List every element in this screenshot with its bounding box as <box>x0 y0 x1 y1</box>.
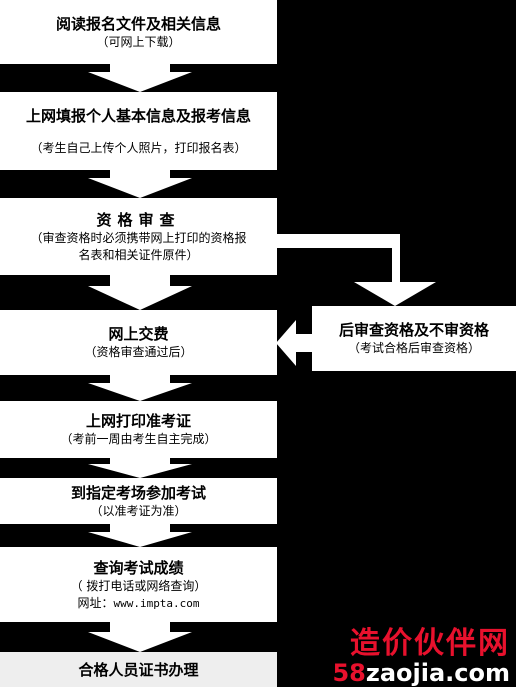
step-cert-title: 合格人员证书办理 <box>78 660 199 679</box>
step-exam-title: 到指定考场参加考试 <box>70 483 206 502</box>
arrow-read-to-fill <box>88 63 192 92</box>
step-pay-title: 网上交费 <box>108 325 169 343</box>
arrow-side-to-pay <box>276 320 312 366</box>
step-exam-box: 到指定考场参加考试 （以准考证为准） <box>0 478 277 524</box>
step-print-sub: （考前一周由考生自主完成） <box>60 432 217 446</box>
step-review-sub-line1: （审查资格时必须携带网上打印的资格报 <box>30 230 247 245</box>
watermark-url-number: 58 <box>332 659 366 687</box>
step-exam-sub: （以准考证为准） <box>90 503 187 518</box>
arrow-pay-to-print <box>88 374 192 401</box>
watermark-url: 58zaojia.com <box>332 661 510 685</box>
arrow-review-to-side <box>276 234 436 306</box>
arrow-exam-to-score <box>88 523 192 547</box>
step-score-url-line: 网址：www.impta.com <box>77 595 199 612</box>
watermark-brand: 造价伙伴网 <box>350 626 510 661</box>
step-print-title: 上网打印准考证 <box>85 412 191 430</box>
watermark-url-domain: zaojia.com <box>365 659 510 687</box>
step-fill-sub: （考生自己上传个人照片，打印报名表） <box>30 140 247 155</box>
step-review-title: 资格审查 <box>96 210 181 229</box>
step-fill-title: 上网填报个人基本信息及报考信息 <box>25 106 251 125</box>
arrow-review-to-pay <box>88 274 192 310</box>
side-sub: （考试合格后审查资格） <box>347 341 480 355</box>
step-read-title: 阅读报名文件及相关信息 <box>55 14 221 33</box>
side-box: 后审查资格及不审资格 （考试合格后审查资格） <box>312 306 516 371</box>
step-cert-box: 合格人员证书办理 <box>0 652 277 687</box>
step-score-url-label: 网址： <box>77 595 114 610</box>
step-score-box: 查询考试成绩 （ 拨打电话或网络查询） 网址：www.impta.com <box>0 547 277 622</box>
step-review-box: 资格审查 （审查资格时必须携带网上打印的资格报 名表和相关证件原件） <box>0 198 277 275</box>
side-title: 后审查资格及不审资格 <box>338 321 489 339</box>
step-pay-sub: （资格审查通过后） <box>84 345 193 359</box>
step-pay-box: 网上交费 （资格审查通过后） <box>0 310 277 375</box>
step-print-box: 上网打印准考证 （考前一周由考生自主完成） <box>0 401 277 458</box>
arrow-fill-to-review <box>88 170 192 198</box>
watermark: 造价伙伴网 58zaojia.com <box>332 626 510 686</box>
step-score-url: www.impta.com <box>113 596 200 610</box>
step-score-sub: （ 拨打电话或网络查询） <box>70 578 207 593</box>
arrow-print-to-exam <box>88 457 192 478</box>
step-review-sub-line2: 名表和相关证件原件） <box>78 247 199 262</box>
step-fill-box: 上网填报个人基本信息及报考信息 （考生自己上传个人照片，打印报名表） <box>0 92 277 170</box>
step-read-sub: （可网上下载） <box>96 34 181 49</box>
arrow-score-to-cert <box>88 621 192 652</box>
step-score-title: 查询考试成绩 <box>93 558 184 577</box>
step-read-box: 阅读报名文件及相关信息 （可网上下载） <box>0 0 277 64</box>
